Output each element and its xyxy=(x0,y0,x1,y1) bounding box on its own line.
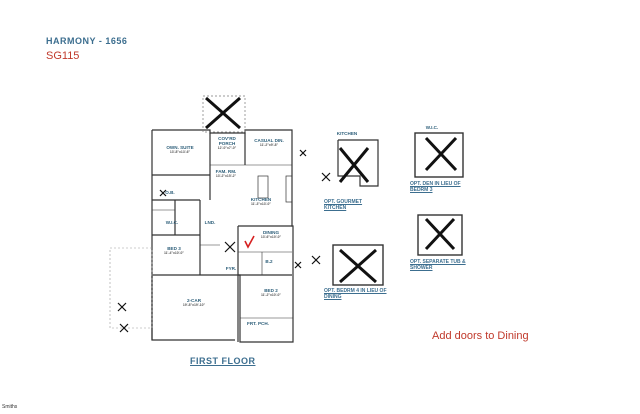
caption-gourmet-kitchen: OPT. GOURMET KITCHEN xyxy=(324,199,363,211)
room-casual-dining: CASUAL DIN. 11'-2"x9'-8" xyxy=(254,138,284,147)
caption-separate-tub: OPT. SEPARATE TUB & SHOWER xyxy=(410,259,466,271)
room-ob: O.B. xyxy=(165,190,175,195)
room-bed3: BED 3 11'-4"x10'-0" xyxy=(163,246,185,255)
plan-name: HARMONY - 1656 xyxy=(46,36,128,46)
room-covered-porch: COV'RD PORCH 12'-0"x7'-0" xyxy=(217,136,237,150)
annotation-note: Add doors to Dining xyxy=(432,330,529,342)
room-family: FAM. RM. 13'-2"x15'-2" xyxy=(215,169,237,178)
opt-kitchen-label: KITCHEN xyxy=(336,131,358,136)
opt-wic-label: W.I.C. xyxy=(425,125,439,130)
watermark-logo: Smiths xyxy=(2,404,18,410)
room-foyer: FYR. xyxy=(225,266,237,271)
room-bed2: BED 2 11'-2"x10'-0" xyxy=(260,288,282,297)
room-garage: 2-CAR 19'-8"x19'-10" xyxy=(182,298,206,307)
room-dining: DINING 13'-6"x10'-0" xyxy=(260,230,282,239)
plan-code: SG115 xyxy=(46,50,80,62)
floor-title: FIRST FLOOR xyxy=(190,356,256,366)
room-owners-suite: OWN. SUITE 13'-8"x13'-6" xyxy=(166,145,194,154)
room-kitchen: KITCHEN 11'-3"x13'-0" xyxy=(250,197,272,206)
caption-bedroom4: OPT. BEDRM 4 IN LIEU OF DINING xyxy=(324,288,387,300)
room-front-porch: FRT. PCH. xyxy=(247,321,269,326)
room-wic: W.I.C. xyxy=(165,220,179,225)
room-bath2: B.2 xyxy=(265,259,273,264)
room-laundry: LND. xyxy=(204,220,216,225)
caption-den: OPT. DEN IN LIEU OF BEDRM 3 xyxy=(410,181,461,193)
